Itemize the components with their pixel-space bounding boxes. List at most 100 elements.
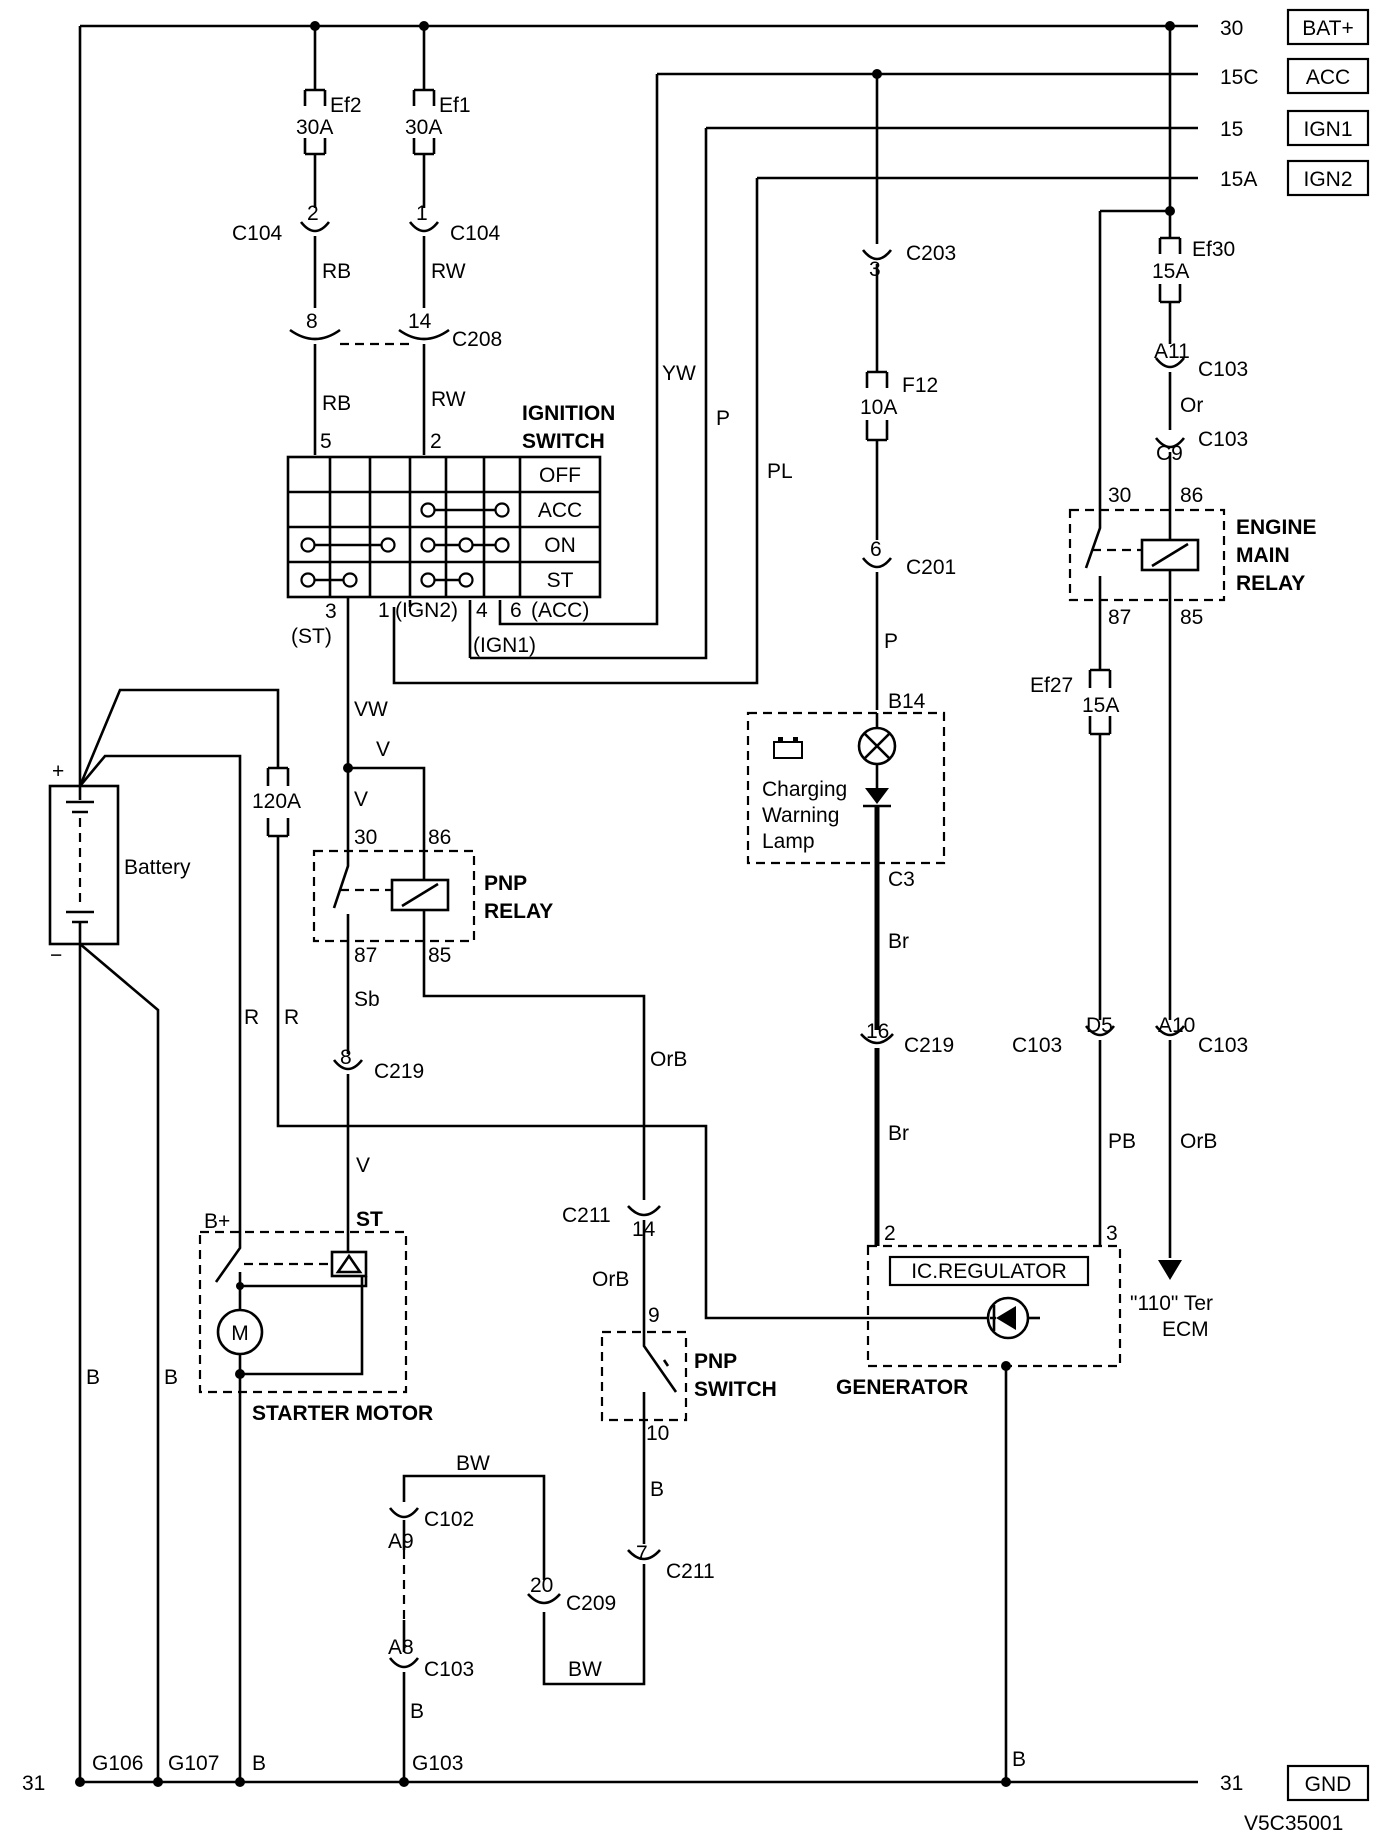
c104-pin1: 1 [416,202,428,225]
ic-regulator-label: IC.REGULATOR [911,1260,1067,1283]
c103-pin-a10: A10 [1158,1014,1195,1037]
lamp-c3-label: C3 [888,868,915,891]
fuse-ef30-name: Ef30 [1192,238,1235,261]
emr-terminal-86: 86 [1180,484,1203,507]
wire-v-upper-right: V [376,738,390,761]
emr-terminal-85: 85 [1180,606,1203,629]
c102-name: C102 [424,1508,474,1531]
c203-name: C203 [906,242,956,265]
c103-name-a8: C103 [424,1658,474,1681]
c103-pin-c9: C9 [1156,442,1183,465]
lamp-label-line3: Lamp [762,830,815,853]
ground-g106: G106 [92,1752,143,1775]
c203-pin3: 3 [869,258,881,281]
charging-warning-circuit: 3 C203 F12 10A 6 C201 P B14 Charging War… [746,74,956,1246]
fuse-ef27-name: Ef27 [1030,674,1073,697]
ecm-label-line2: ECM [1162,1318,1209,1341]
starter-bplus-label: B+ [204,1210,230,1233]
starter-motor: B+ ST M STARTER MOTOR [198,1208,433,1782]
switch-pin4: 4 [476,599,488,622]
wire-b-g103: B [410,1700,424,1723]
rail-acc-label: ACC [1306,66,1350,89]
wire-pb: PB [1108,1130,1136,1153]
wire-rw-upper: RW [431,260,466,283]
pnp-relay-terminal-86: 86 [428,826,451,849]
emr-title-2: MAIN [1236,544,1290,567]
emr-terminal-87: 87 [1108,606,1131,629]
starter-motor-symbol: M [231,1322,249,1345]
c211-name-lower: C211 [666,1560,715,1583]
ground-left-number: 31 [22,1772,45,1795]
c219-pin16: 16 [866,1020,889,1043]
ef2-branch: Ef2 30A 2 C104 RB 8 RB 5 [232,26,362,455]
wire-or: Or [1180,394,1203,417]
c201-pin6: 6 [870,538,882,561]
ground-b-starter: B [252,1752,266,1775]
c103-pin-d5: D5 [1086,1014,1113,1037]
rail-ign2-label: IGN2 [1303,168,1352,191]
switch-position-on: ON [544,534,576,557]
wire-r-right: R [284,1006,299,1029]
pnp-relay-terminal-85: 85 [428,944,451,967]
c219-name-right: C219 [904,1034,954,1057]
wire-r-left: R [244,1006,259,1029]
engine-main-relay-circuit: Ef30 15A A11 C103 Or C9 C103 30 86 ENGIN… [1012,26,1317,1341]
pnp-switch-title-1: PNP [694,1350,737,1373]
c208-name: C208 [452,328,502,351]
generator-terminal-3: 3 [1106,1222,1118,1245]
generator-label: GENERATOR [836,1376,968,1399]
starter-st-label: ST [356,1208,383,1231]
ground-rail: 31 G106 G107 B G103 B B B 31 GND [22,1366,1370,1802]
battery: + − Battery 120A R R [48,26,990,1782]
wire-v-upper-left: V [354,788,368,811]
switch-position-st: ST [547,569,574,592]
pnp-relay-circuit: VW V V 30 86 PNP RELAY 87 85 Sb 8 C219 V… [312,597,687,1230]
battery-plus-sign: + [52,760,64,783]
rail-acc-number: 15C [1220,66,1259,89]
wire-rb-upper: RB [322,260,351,283]
wire-rw-lower: RW [431,388,466,411]
wire-b-battery-left: B [86,1366,100,1389]
rail-ign2-number: 15A [1220,168,1257,191]
c219-name-left: C219 [374,1060,424,1083]
wire-p-lamp: P [884,630,898,653]
wire-vw: VW [354,698,388,721]
switch-pin5: 5 [320,430,332,453]
c103-name-c9: C103 [1198,428,1248,451]
lamp-connector-b14: B14 [888,690,926,713]
switch-pin6: 6 [510,599,522,622]
fuse-ef1-name: Ef1 [439,94,471,117]
c208-pin8: 8 [306,310,318,333]
switch-contacts [300,502,510,588]
ignition-switch-title-1: IGNITION [522,402,615,425]
fuse-f12-rating: 10A [860,396,897,419]
rail-bat-number: 30 [1220,17,1243,40]
switch-pin2: 2 [430,430,442,453]
generator: 2 3 IC.REGULATOR GENERATOR [836,1222,1122,1782]
ground-g107: G107 [168,1752,219,1775]
fuse-main-rating: 120A [252,790,301,813]
c211-pin7: 7 [636,1542,648,1565]
power-rails [80,21,1198,685]
wire-orb-lower: OrB [592,1268,629,1291]
pnp-switch-terminal-9: 9 [648,1304,660,1327]
wire-rb-lower: RB [322,392,351,415]
battery-minus-sign: − [50,944,62,967]
battery-label: Battery [124,856,191,879]
fuse-ef2-rating: 30A [296,116,333,139]
pnp-switch-circuit: C211 14 OrB 9 PNP SWITCH 10 B 7 C211 BW … [388,1204,777,1782]
c103-pin-a8: A8 [388,1636,414,1659]
ignition-switch: IGNITION SWITCH OFF ACC ON ST 3 (ST) 1 (… [286,362,793,658]
wire-br-lower: Br [888,1122,909,1145]
wire-orb-ecm: OrB [1180,1130,1217,1153]
pnp-relay-terminal-30: 30 [354,826,377,849]
switch-st-label: (ST) [291,625,332,648]
ignition-switch-title-2: SWITCH [522,430,605,453]
c209-pin20: 20 [530,1574,553,1597]
rail-bat-label: BAT+ [1302,17,1354,40]
c211-pin14: 14 [632,1218,656,1241]
wire-yw: YW [662,362,696,385]
wire-bw-lower: BW [568,1658,602,1681]
emr-title-1: ENGINE [1236,516,1317,539]
fuse-f12-name: F12 [902,374,938,397]
